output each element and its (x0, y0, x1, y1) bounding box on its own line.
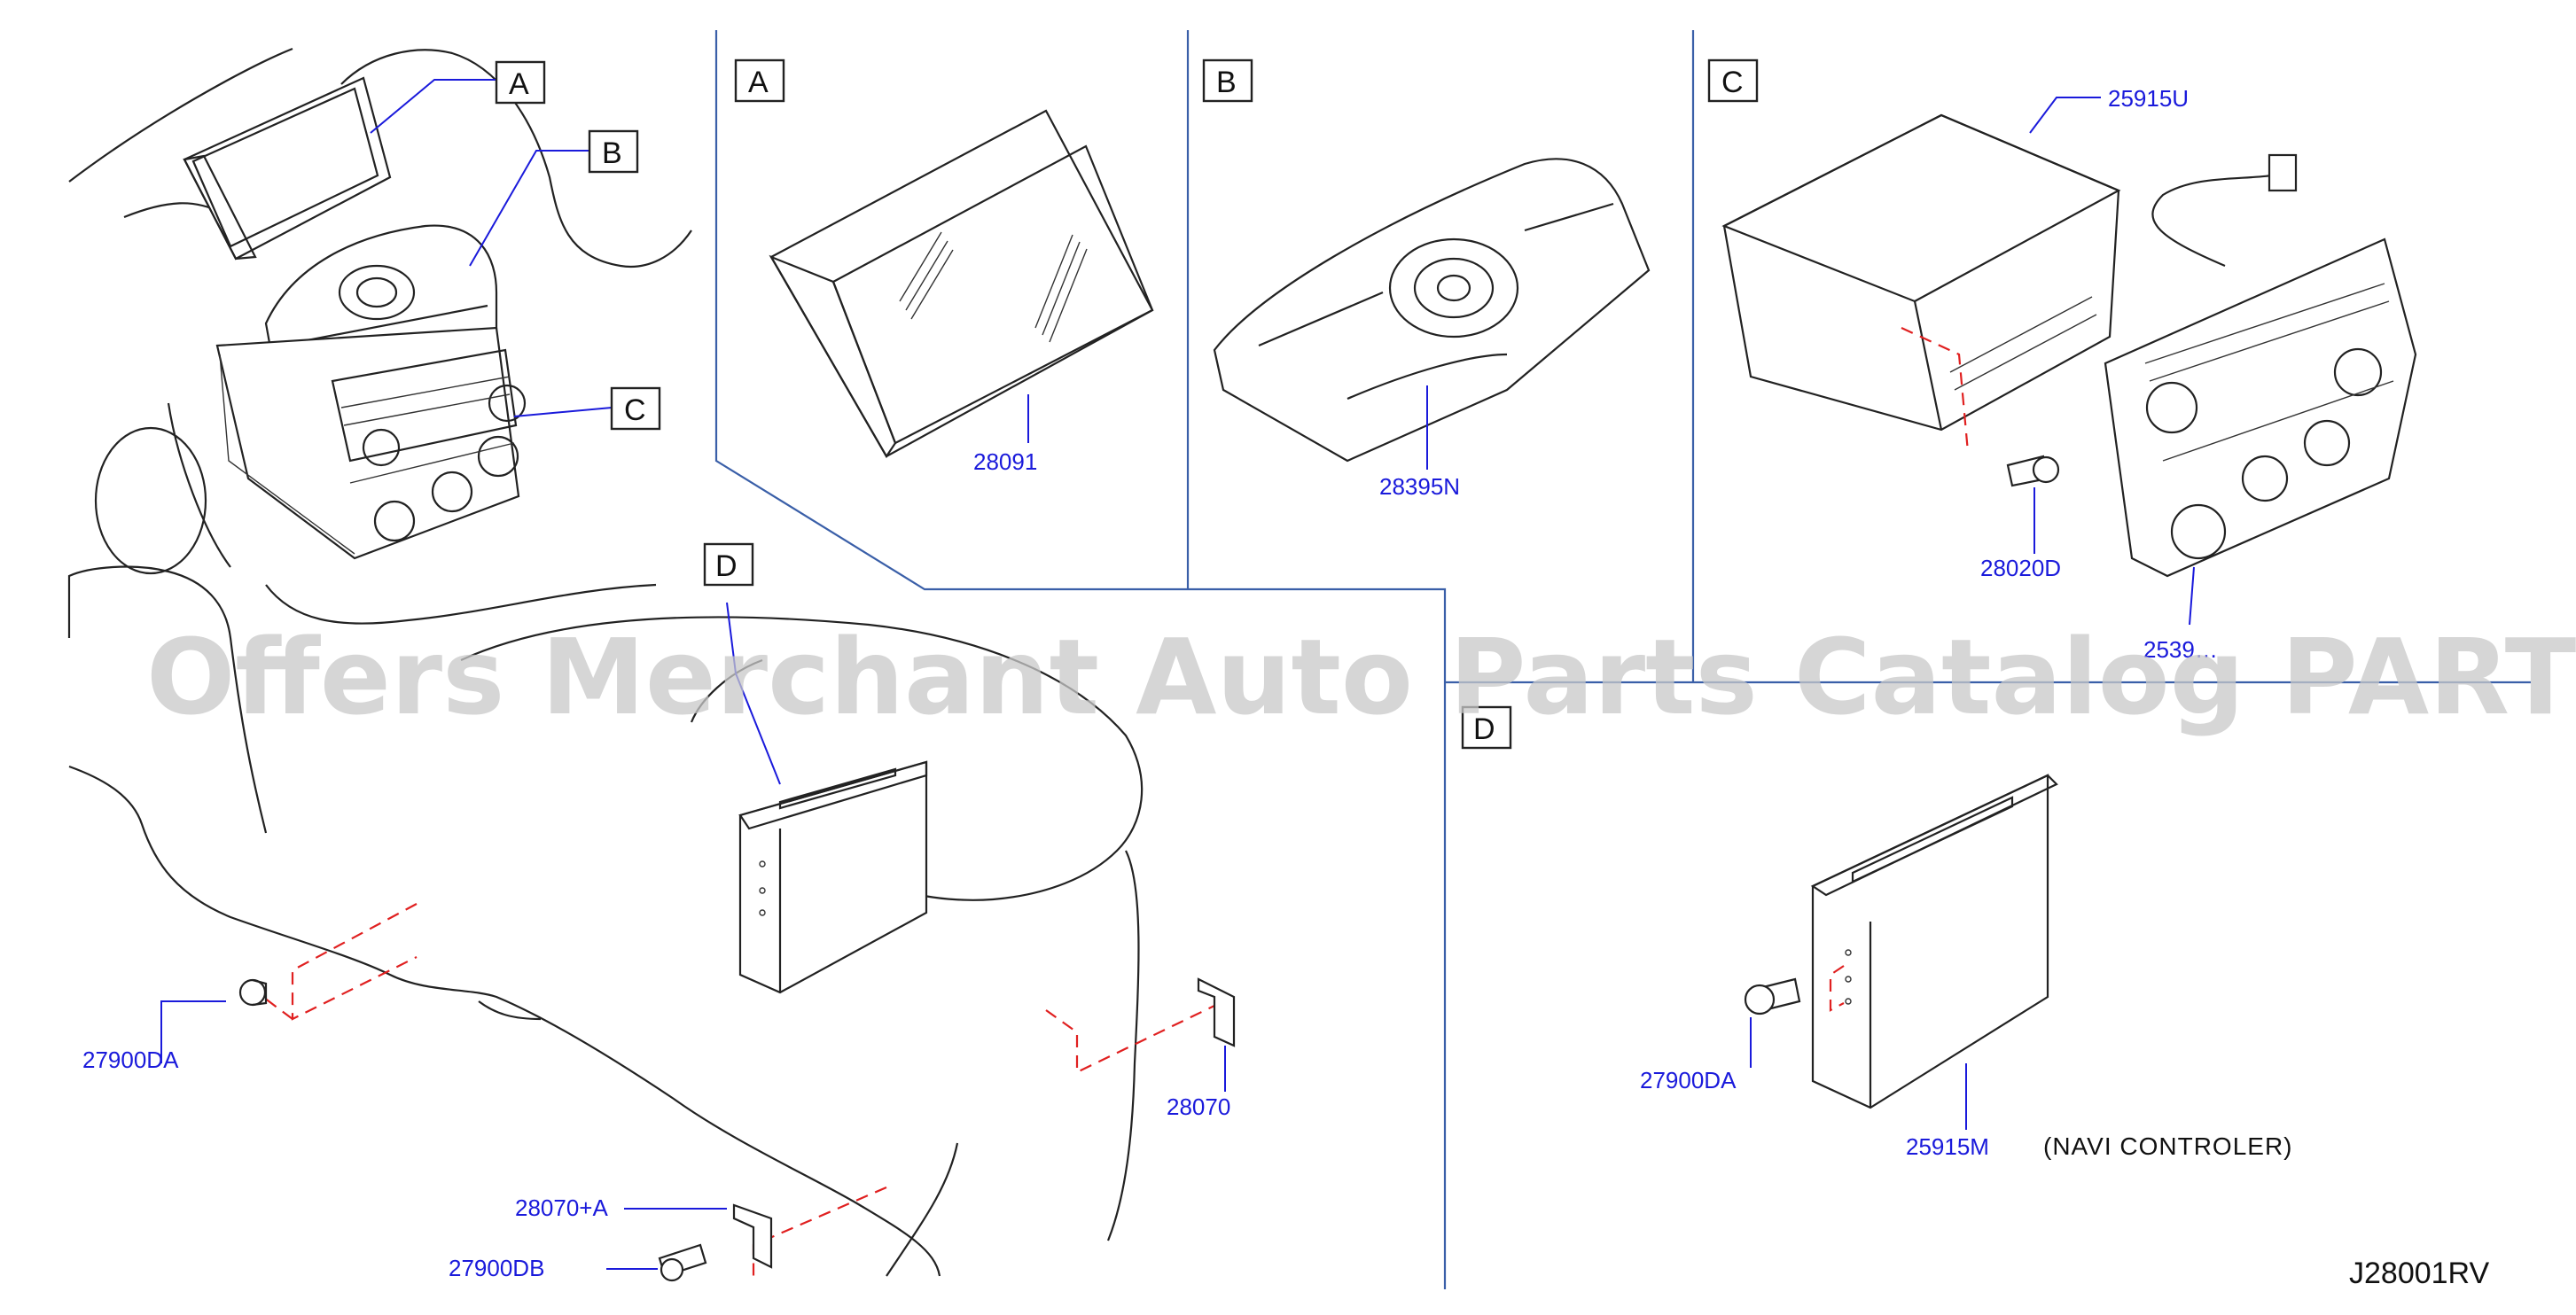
part-28070a: 28070+A (515, 1194, 608, 1221)
panel-b-label: B (1216, 66, 1237, 99)
panel-d-box (1461, 705, 1512, 750)
callout-c-label: C (624, 393, 646, 427)
part-2539x: 2539… (2143, 636, 2218, 663)
part-25915m: 25915M (1906, 1133, 1989, 1160)
panel-a-label: A (748, 66, 769, 99)
dashboard-overview-drawing (67, 47, 1144, 1277)
part-28070: 28070 (1167, 1093, 1230, 1120)
navi-controller-note: (NAVI CONTROLER) (2043, 1132, 2293, 1160)
part-25915u: 25915U (2108, 85, 2189, 112)
panel-c-label: C (1721, 66, 1744, 99)
part-27900da-left: 27900DA (82, 1047, 179, 1073)
panel-c-audio: C 25915U 2539… 28020D (1707, 58, 2417, 663)
callout-box-c (610, 386, 661, 431)
callout-d-label: D (715, 549, 738, 583)
part-27900da-right: 27900DA (1640, 1067, 1737, 1093)
panel-b-box (1202, 58, 1253, 103)
part-28395n: 28395N (1379, 473, 1460, 500)
panel-b-vent: B 28395N (1202, 58, 1651, 500)
diagram-reference: J28001RV (2349, 1257, 2489, 1290)
overview-callouts: A B C D (370, 60, 781, 785)
panel-d-label: D (1473, 712, 1495, 746)
panel-d-navi: D 27900DA 25915M (NAVI CONTROLER) (1461, 705, 2293, 1160)
part-28020d: 28020D (1980, 555, 2061, 581)
panel-c-box (1707, 58, 1759, 103)
watermark-text: Offers Merchant Auto Parts Catalog PARTS… (146, 616, 2576, 738)
panel-dividers (714, 30, 2531, 1289)
part-27900db: 27900DB (449, 1255, 544, 1281)
part-28091: 28091 (973, 448, 1037, 475)
navi-controller-overview (738, 760, 928, 994)
panel-a-box (734, 58, 785, 103)
callout-box-b (588, 129, 639, 174)
callout-box-d (703, 542, 754, 587)
panel-a-display: A 28091 (734, 58, 1154, 475)
callout-box-a (495, 60, 546, 105)
callout-a-label: A (509, 67, 529, 101)
fasteners-overview: 27900DA 28070 28070+A 27900DB (82, 977, 1236, 1282)
callout-b-label: B (602, 136, 622, 170)
